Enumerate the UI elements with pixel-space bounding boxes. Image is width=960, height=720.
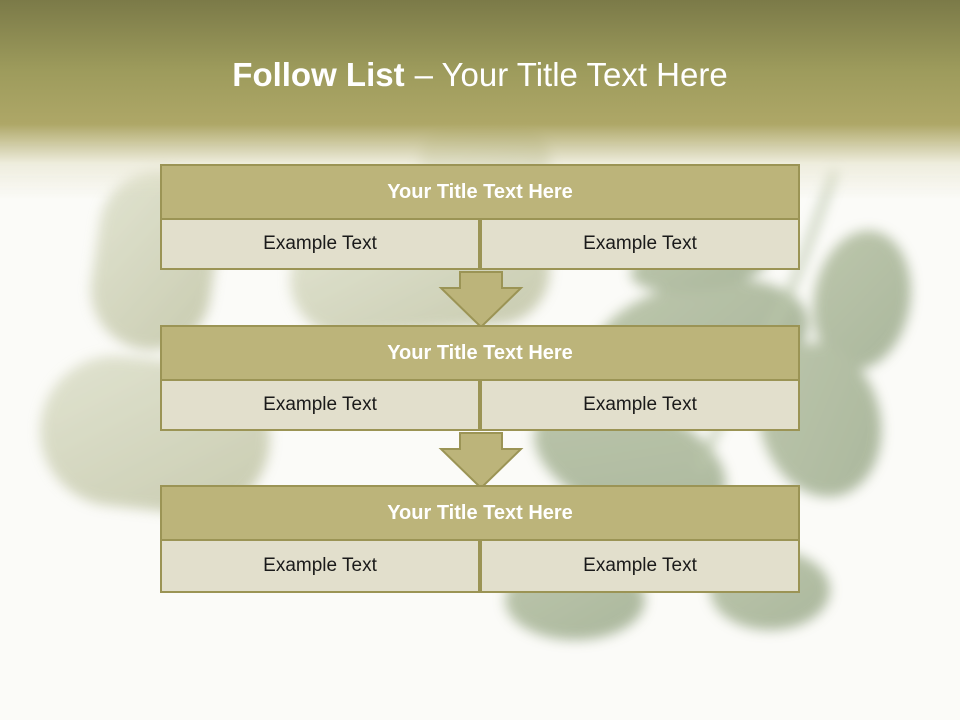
block-row: Example Text Example Text [160,220,800,270]
list-block-2: Your Title Text Here Example Text Exampl… [160,325,800,431]
block-title: Your Title Text Here [160,325,800,381]
list-block-1: Your Title Text Here Example Text Exampl… [160,164,800,270]
block-cell-left: Example Text [160,220,480,270]
title-bold: Follow List [232,56,405,93]
block-row: Example Text Example Text [160,381,800,431]
block-cell-right: Example Text [480,541,800,593]
arrow-down-icon [438,271,524,329]
block-title: Your Title Text Here [160,485,800,541]
block-row: Example Text Example Text [160,541,800,593]
arrow-down-icon [438,432,524,490]
block-cell-left: Example Text [160,541,480,593]
slide-title: Follow List– Your Title Text Here [0,56,960,94]
block-cell-right: Example Text [480,220,800,270]
leaf-shape [813,230,911,370]
block-cell-left: Example Text [160,381,480,431]
block-cell-right: Example Text [480,381,800,431]
list-block-3: Your Title Text Here Example Text Exampl… [160,485,800,593]
block-title: Your Title Text Here [160,164,800,220]
title-rest: – Your Title Text Here [414,56,728,93]
